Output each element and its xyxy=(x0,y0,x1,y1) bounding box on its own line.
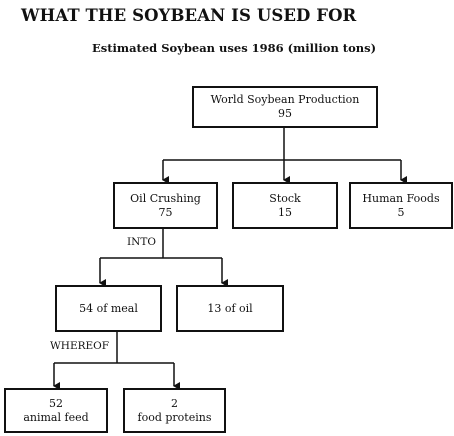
node-oil-crushing: Oil Crushing 75 xyxy=(113,182,218,229)
diagram-subtitle: Estimated Soybean uses 1986 (million ton… xyxy=(92,41,377,55)
node-stock: Stock 15 xyxy=(232,182,338,229)
edge-label-whereof: WHEREOF xyxy=(50,340,110,352)
node-meal-label: 54 of meal xyxy=(79,301,138,315)
node-oil-crushing-label: Oil Crushing xyxy=(130,191,201,205)
node-food-proteins: 2 food proteins xyxy=(123,388,226,433)
node-oil: 13 of oil xyxy=(176,285,284,332)
node-food-proteins-label: food proteins xyxy=(137,410,212,424)
node-oil-crushing-value: 75 xyxy=(158,205,173,219)
node-meal: 54 of meal xyxy=(55,285,162,332)
node-stock-label: Stock xyxy=(269,191,301,205)
node-oil-label: 13 of oil xyxy=(207,301,253,315)
node-animal-feed: 52 animal feed xyxy=(4,388,108,433)
diagram-title: WHAT THE SOYBEAN IS USED FOR xyxy=(21,6,357,25)
node-human-foods-label: Human Foods xyxy=(362,191,440,205)
node-animal-feed-label: animal feed xyxy=(23,410,89,424)
node-food-proteins-value: 2 xyxy=(171,396,178,410)
node-world-production-value: 95 xyxy=(278,107,292,120)
edge-label-into: INTO xyxy=(127,236,156,248)
node-world-production-label: World Soybean Production xyxy=(210,93,360,106)
node-animal-feed-value: 52 xyxy=(49,396,63,410)
node-human-foods: Human Foods 5 xyxy=(349,182,453,229)
node-world-production: World Soybean Production 95 xyxy=(192,86,378,128)
node-human-foods-value: 5 xyxy=(397,205,405,219)
node-stock-value: 15 xyxy=(278,205,292,219)
